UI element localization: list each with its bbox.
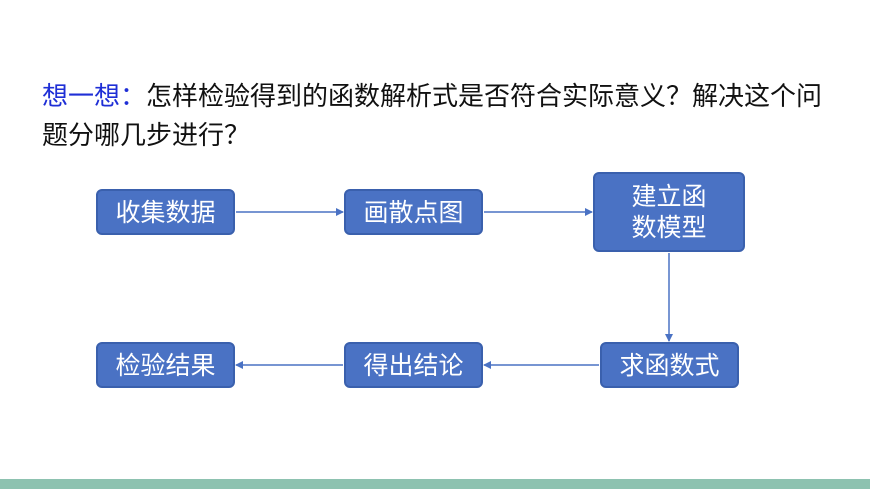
question-lead: 想一想： (42, 82, 147, 112)
step-find-formula-label: 求函数式 (619, 350, 720, 380)
step-plot-scatter: 画散点图 (344, 189, 483, 235)
footer-bar (0, 479, 870, 489)
step-draw-conclusion: 得出结论 (344, 342, 483, 388)
step-build-model: 建立函数模型 (593, 172, 745, 252)
step-verify-result: 检验结果 (96, 342, 235, 388)
step-collect-data: 收集数据 (96, 189, 235, 235)
question-body: 怎样检验得到的函数解析式是否符合实际意义？解决这个问题分哪几步进行？ (42, 82, 823, 151)
step-find-formula: 求函数式 (600, 342, 739, 388)
step-plot-scatter-label: 画散点图 (363, 197, 464, 227)
step-verify-result-label: 检验结果 (115, 350, 216, 380)
step-build-model-label: 建立函数模型 (631, 182, 707, 242)
question-text: 想一想：怎样检验得到的函数解析式是否符合实际意义？解决这个问题分哪几步进行？ (42, 78, 842, 156)
step-draw-conclusion-label: 得出结论 (363, 350, 464, 380)
step-collect-data-label: 收集数据 (115, 197, 216, 227)
